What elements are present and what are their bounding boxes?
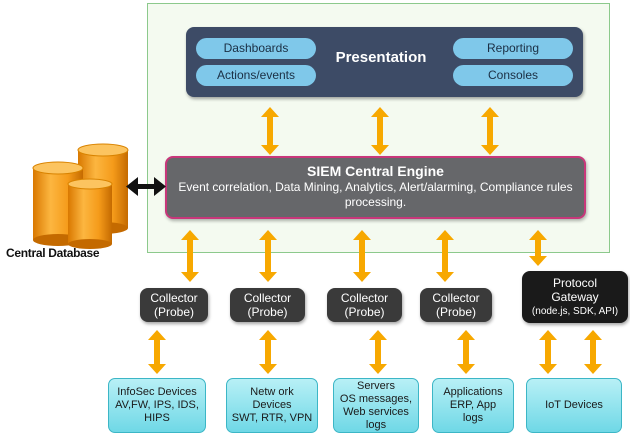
gateway-device-arrow — [539, 330, 557, 374]
presentation-layer: Dashboards Actions/events Presentation R… — [186, 27, 583, 97]
device-line: Devices — [252, 399, 292, 411]
engine-collector-arrow — [181, 230, 199, 282]
collector-label: Collector — [432, 291, 480, 305]
dashboards-pill[interactable]: Dashboards — [196, 38, 316, 59]
collector-device-arrow — [259, 330, 277, 374]
device-line: SWT, RTR, VPN — [231, 412, 313, 424]
device-line: ERP, App — [449, 399, 497, 411]
collector-probe-4[interactable]: Collector (Probe) — [420, 288, 492, 322]
collector-probe-2[interactable]: Collector (Probe) — [230, 288, 305, 322]
device-line: InfoSec Devices — [117, 386, 197, 398]
engine-gateway-arrow — [529, 230, 547, 266]
engine-collector-arrow — [436, 230, 454, 282]
device-line: AV,FW, IPS, IDS, — [115, 399, 199, 411]
iot-devices[interactable]: IoT Devices — [526, 378, 622, 433]
collector-device-arrow — [148, 330, 166, 374]
engine-collector-arrow — [353, 230, 371, 282]
device-line: IoT Devices — [545, 399, 603, 411]
network-devices[interactable]: Netw ork Devices SWT, RTR, VPN — [226, 378, 318, 433]
engine-title: SIEM Central Engine — [307, 163, 444, 179]
collector-sublabel: (Probe) — [247, 305, 288, 319]
device-line: logs — [365, 418, 387, 431]
device-line: OS messages, — [339, 392, 413, 405]
device-line: Web services — [343, 405, 409, 418]
database-engine-arrow — [126, 177, 166, 196]
device-line: Servers — [357, 379, 395, 392]
collector-probe-1[interactable]: Collector (Probe) — [140, 288, 208, 322]
application-devices[interactable]: Applications ERP, App logs — [432, 378, 514, 433]
reporting-pill[interactable]: Reporting — [453, 38, 573, 59]
collector-device-arrow — [457, 330, 475, 374]
collector-label: Collector — [243, 291, 292, 305]
engine-description: Event correlation, Data Mining, Analytic… — [178, 180, 573, 209]
central-database-icon — [32, 143, 129, 249]
collector-sublabel: (Probe) — [344, 305, 385, 319]
presentation-engine-arrow — [261, 107, 279, 155]
server-devices[interactable]: Servers OS messages, Web services logs — [333, 378, 419, 433]
collector-label: Collector — [150, 291, 198, 305]
presentation-title: Presentation — [335, 49, 427, 66]
collector-sublabel: (Probe) — [435, 305, 476, 319]
collector-sublabel: (Probe) — [153, 305, 194, 319]
actions-events-pill[interactable]: Actions/events — [196, 65, 316, 86]
device-line: HIPS — [144, 412, 170, 424]
device-line: Netw ork — [250, 386, 294, 398]
gateway-device-arrow — [584, 330, 602, 374]
consoles-pill[interactable]: Consoles — [453, 65, 573, 86]
central-database-label: Central Database — [6, 246, 100, 260]
siem-central-engine: SIEM Central Engine Event correlation, D… — [165, 156, 586, 219]
collector-device-arrow — [369, 330, 387, 374]
device-line: Applications — [443, 386, 503, 398]
device-line: logs — [462, 412, 484, 424]
gateway-title-line2: Gateway — [551, 290, 599, 304]
gateway-title-line1: Protocol — [552, 276, 598, 290]
connector-arrows — [148, 107, 602, 374]
presentation-engine-arrow — [481, 107, 499, 155]
collector-label: Collector — [340, 291, 389, 305]
protocol-gateway[interactable]: Protocol Gateway (node.js, SDK, API) — [522, 271, 628, 323]
engine-collector-arrow — [259, 230, 277, 282]
presentation-engine-arrow — [371, 107, 389, 155]
gateway-subtitle: (node.js, SDK, API) — [531, 306, 619, 317]
collector-probe-3[interactable]: Collector (Probe) — [327, 288, 402, 322]
infosec-devices[interactable]: InfoSec Devices AV,FW, IPS, IDS, HIPS — [108, 378, 206, 433]
